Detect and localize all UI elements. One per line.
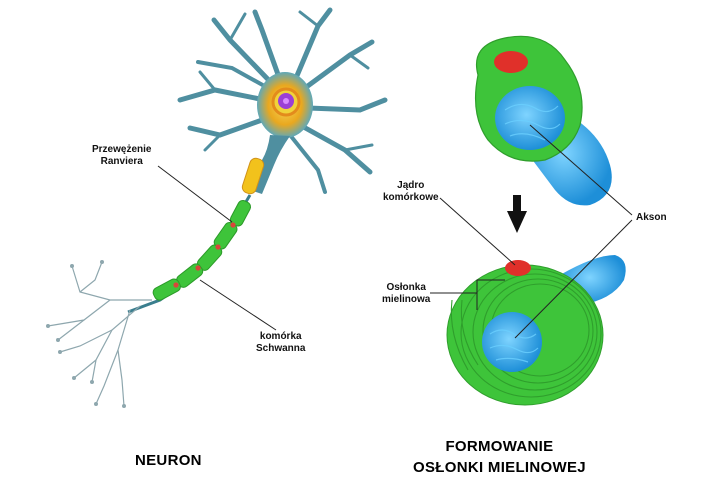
bottom-nucleus: [505, 260, 531, 276]
label-nucleus: Jądro komórkowe: [383, 180, 439, 203]
initial-segment: [241, 157, 265, 195]
axon-terminals: [47, 261, 152, 407]
title-neuron: NEURON: [135, 452, 202, 469]
nucleus-pointer: [439, 197, 516, 266]
schwann-pointer: [199, 279, 277, 331]
label-schwann: komórka Schwanna: [256, 331, 306, 354]
title-myelin: FORMOWANIE OSŁONKI MIELINOWEJ: [413, 438, 586, 476]
down-arrow: [507, 195, 527, 233]
bottom-axon-section: [482, 312, 542, 372]
ranvier-pointer: [157, 165, 233, 223]
dendrites: [177, 7, 388, 194]
axon-pointer-bottom: [514, 219, 633, 339]
top-axon-section: [495, 86, 565, 150]
label-sheath: Osłonka mielinowa: [382, 282, 431, 305]
myelin-segments: [152, 199, 252, 301]
label-axon: Akson: [636, 212, 667, 223]
axon-pointer-top: [529, 124, 633, 216]
neuron: [46, 7, 388, 408]
top-schwann-cell: [474, 35, 612, 206]
top-nucleus: [494, 51, 528, 73]
label-ranvier: Przewężenie Ranviera: [92, 144, 152, 167]
bottom-schwann-cell: [446, 255, 626, 406]
